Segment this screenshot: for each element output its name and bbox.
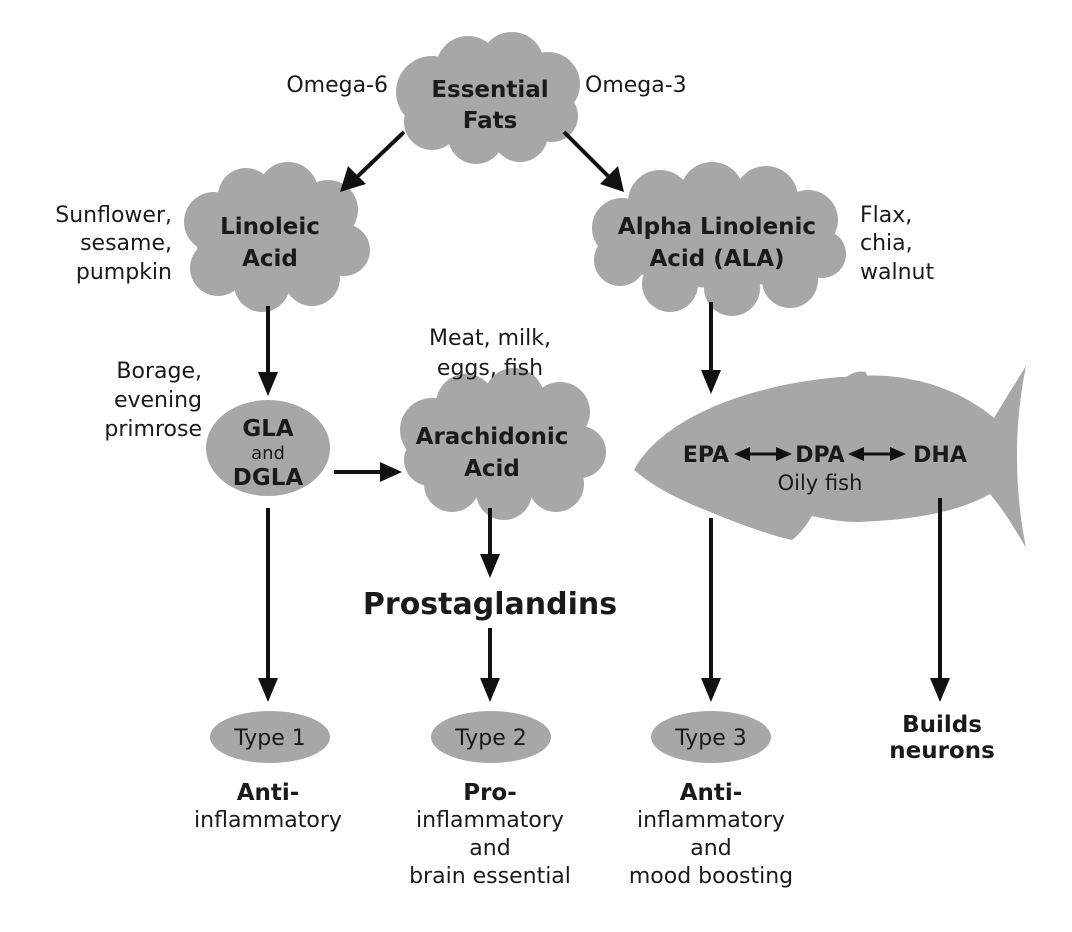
arachidonic-source-2: eggs, fish xyxy=(437,356,543,381)
ala-source-1: Flax, xyxy=(860,203,912,228)
linoleic-source-2: sesame, xyxy=(80,231,172,256)
omega6-label: Omega-6 xyxy=(286,73,388,98)
ala-label-1: Alpha Linolenic xyxy=(618,214,816,240)
arachidonic-acid-cloud xyxy=(400,368,606,520)
type1-ellipse xyxy=(210,711,330,763)
type3-effect-4: mood boosting xyxy=(629,864,793,889)
type2-effect-3: and xyxy=(469,836,510,861)
type3-label: Type 3 xyxy=(674,726,747,751)
arrow-gla-to-type1 xyxy=(258,508,278,702)
arrow-epa-dpa-double xyxy=(734,447,792,461)
gla-dgla-ellipse xyxy=(206,400,330,496)
arrow-prostaglandins-to-type2 xyxy=(480,628,500,702)
type2-effect-1: Pro- xyxy=(463,780,517,806)
ala-label-2: Acid (ALA) xyxy=(649,246,784,272)
ala-cloud xyxy=(592,162,846,316)
gla-source-1: Borage, xyxy=(116,359,202,384)
builds-neurons-label-2: neurons xyxy=(889,738,995,764)
linoleic-source-3: pumpkin xyxy=(76,260,172,285)
type3-effect-1: Anti- xyxy=(680,780,743,806)
type2-label: Type 2 xyxy=(454,726,527,751)
arrow-arachidonic-to-prostaglandins xyxy=(480,508,500,578)
dgla-label: DGLA xyxy=(233,465,304,491)
arachidonic-source-1: Meat, milk, xyxy=(429,326,551,351)
arrow-essential-to-ala xyxy=(562,130,624,192)
linoleic-acid-label-2: Acid xyxy=(242,246,298,272)
gla-source-3: primrose xyxy=(104,417,202,442)
type3-ellipse xyxy=(651,711,771,763)
arrow-dpa-dha-double xyxy=(848,447,906,461)
gla-label: GLA xyxy=(242,416,294,442)
arachidonic-label-1: Arachidonic xyxy=(416,424,569,450)
ala-source-2: chia, xyxy=(860,231,913,256)
linoleic-acid-cloud xyxy=(184,162,370,312)
type3-effect-3: and xyxy=(690,836,731,861)
arachidonic-label-2: Acid xyxy=(464,456,520,482)
dha-label: DHA xyxy=(913,443,967,468)
type1-effect-1: Anti- xyxy=(237,780,300,806)
arrow-dha-to-builds-neurons xyxy=(930,498,950,702)
builds-neurons-label-1: Builds xyxy=(902,712,982,738)
arrow-essential-to-linoleic xyxy=(340,130,406,192)
arrow-gla-to-arachidonic xyxy=(334,462,402,482)
linoleic-acid-label-1: Linoleic xyxy=(220,214,320,240)
essential-fats-label-2: Fats xyxy=(463,108,518,134)
arrow-ala-to-epa xyxy=(701,302,721,394)
linoleic-source-1: Sunflower, xyxy=(55,203,172,228)
type2-effect-4: brain essential xyxy=(409,864,571,889)
type1-effect-2: inflammatory xyxy=(194,808,342,833)
oily-fish-shape xyxy=(634,366,1026,548)
essential-fats-label-1: Essential xyxy=(431,77,548,103)
epa-label: EPA xyxy=(683,443,729,468)
type2-effect-2: inflammatory xyxy=(416,808,564,833)
gla-and-label: and xyxy=(251,443,285,464)
arrow-linoleic-to-gla xyxy=(258,306,278,396)
type3-effect-2: inflammatory xyxy=(637,808,785,833)
type1-label: Type 1 xyxy=(233,726,306,751)
arrow-epa-to-type3 xyxy=(701,518,721,702)
ala-source-3: walnut xyxy=(860,260,934,285)
essential-fats-cloud xyxy=(396,32,580,164)
type2-ellipse xyxy=(431,711,551,763)
oily-fish-label: Oily fish xyxy=(778,471,863,495)
prostaglandins-label: Prostaglandins xyxy=(363,587,617,622)
dpa-label: DPA xyxy=(795,443,844,468)
omega3-label: Omega-3 xyxy=(585,73,687,98)
gla-source-2: evening xyxy=(114,388,202,413)
